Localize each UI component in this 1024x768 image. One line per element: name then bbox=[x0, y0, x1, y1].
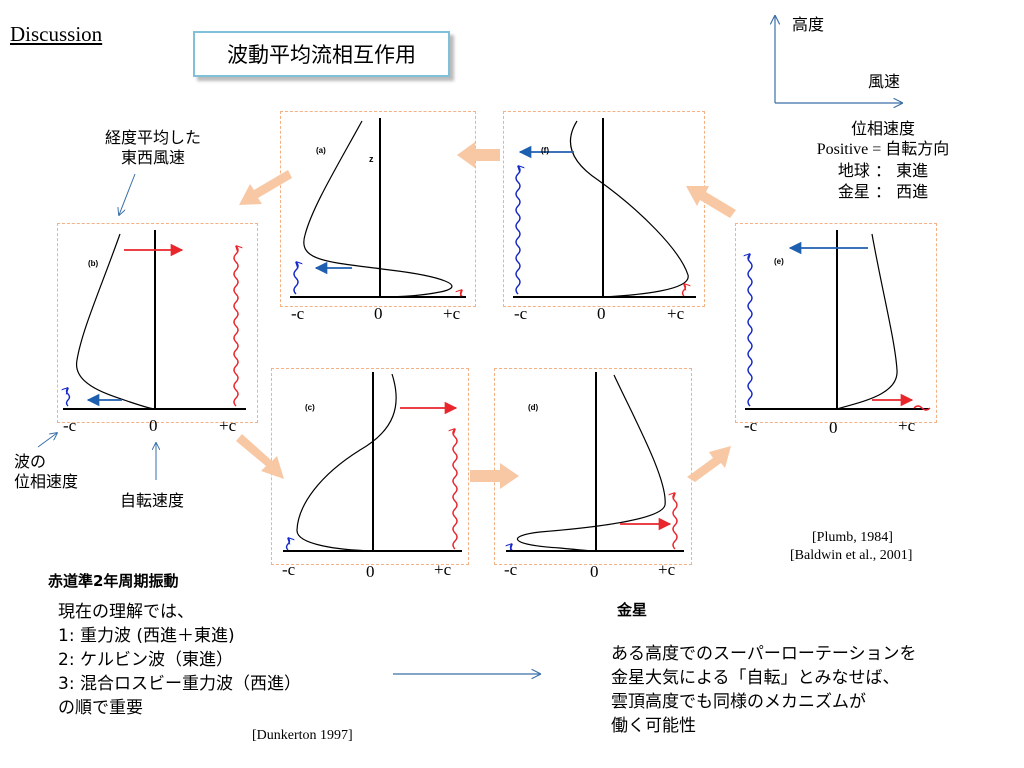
panel-f bbox=[513, 118, 696, 298]
panel-b bbox=[63, 230, 246, 410]
qbo-line2: 1: 重力波 (西進＋東進) bbox=[58, 626, 235, 646]
panel-d-tick-zero: 0 bbox=[590, 562, 599, 581]
panel-f-tick-pos: +c bbox=[667, 304, 685, 323]
panel-a-tick-zero: 0 bbox=[374, 304, 383, 323]
phase-speed-legend: 位相速度 Positive = 自転方向 地球 ： 東進 金星 ： 西進 bbox=[798, 118, 968, 202]
panel-d-frame bbox=[494, 368, 692, 565]
phase-legend-line4: 金星 ： 西進 bbox=[837, 182, 929, 201]
panel-e-tick-neg: -c bbox=[744, 416, 758, 435]
panel-b-tick-zero: 0 bbox=[149, 416, 158, 435]
mean-wind-annotation: 経度平均した 東西風速 bbox=[84, 128, 222, 168]
panel-d bbox=[506, 372, 684, 552]
phase-legend-line2: Positive = 自転方向 bbox=[816, 141, 950, 158]
panel-f-frame bbox=[503, 111, 705, 307]
annotation-arrows bbox=[37, 173, 540, 674]
panel-b-tick-pos: +c bbox=[219, 416, 237, 435]
panel-d-label: (d) bbox=[528, 403, 539, 412]
panel-b-tick-neg: -c bbox=[63, 416, 77, 435]
cycle-arrow-a-to-b bbox=[239, 170, 292, 205]
phase-legend-line1: 位相速度 bbox=[850, 119, 915, 138]
qbo-line5: の順で重要 bbox=[58, 698, 143, 718]
wave-phase-line2: 位相速度 bbox=[14, 472, 79, 491]
panel-f-tick-neg: -c bbox=[514, 304, 528, 323]
discussion-heading: Discussion bbox=[10, 22, 103, 46]
panel-c-tick-zero: 0 bbox=[366, 562, 375, 581]
qbo-list: 現在の理解では、 1: 重力波 (西進＋東進) 2: ケルビン波（東進） 3: … bbox=[58, 600, 301, 720]
panel-c bbox=[283, 372, 462, 552]
phase-legend-line3: 地球 ： 東進 bbox=[837, 161, 929, 180]
page-title: 波動平均流相互作用 bbox=[227, 43, 416, 67]
cycle-arrow-e-to-f bbox=[686, 186, 736, 218]
panel-e-tick-zero: 0 bbox=[829, 418, 838, 437]
venus-line3: 雲頂高度でも同様のメカニズムが bbox=[611, 692, 866, 712]
panel-f-tick-zero: 0 bbox=[597, 304, 606, 323]
cycle-arrow-b-to-c bbox=[236, 434, 284, 479]
panel-a-frame bbox=[280, 111, 476, 307]
cycle-arrow-d-to-e bbox=[687, 446, 731, 482]
cycle-arrow-c-to-d bbox=[470, 463, 519, 489]
venus-line4: 働く可能性 bbox=[611, 716, 696, 736]
wave-phase-line1: 波の bbox=[14, 452, 47, 471]
ref-plumb: [Plumb, 1984] bbox=[812, 530, 893, 545]
axes-legend-arrows bbox=[775, 16, 902, 103]
panel-f-label: (f) bbox=[541, 146, 549, 155]
cycle-arrow-f-to-a bbox=[457, 142, 500, 168]
title-box: 波動平均流相互作用 bbox=[193, 31, 450, 77]
rotation-speed-annotation: 自転速度 bbox=[120, 491, 185, 510]
panel-a-tick-neg: -c bbox=[291, 304, 305, 323]
venus-line2: 金星大気による「自転」とみなせば、 bbox=[611, 668, 900, 688]
panel-d-tick-pos: +c bbox=[658, 560, 676, 579]
panel-e-tick-pos: +c bbox=[898, 416, 916, 435]
panel-c-tick-pos: +c bbox=[434, 560, 452, 579]
mean-wind-line2: 東西風速 bbox=[120, 148, 185, 167]
height-axis-label: 高度 bbox=[792, 15, 825, 34]
panel-b-label: (b) bbox=[88, 259, 99, 268]
qbo-line4: 3: 混合ロスビー重力波（西進） bbox=[58, 674, 301, 694]
panel-e-frame bbox=[735, 223, 937, 423]
panel-a-label: (a) bbox=[316, 146, 326, 155]
panel-e bbox=[745, 230, 931, 411]
panel-c-label: (c) bbox=[305, 403, 315, 412]
panel-c-tick-neg: -c bbox=[282, 560, 296, 579]
panel-e-label: (e) bbox=[774, 257, 784, 266]
panel-d-tick-neg: -c bbox=[504, 560, 518, 579]
qbo-heading: 赤道準2年周期振動 bbox=[48, 572, 179, 590]
venus-heading: 金星 bbox=[617, 601, 648, 619]
qbo-line1: 現在の理解では、 bbox=[58, 602, 194, 622]
wave-phase-annotation: 波の 位相速度 bbox=[14, 452, 78, 492]
panel-b-frame bbox=[57, 223, 258, 423]
panel-a-z-label: z bbox=[369, 154, 374, 164]
panel-a-tick-pos: +c bbox=[443, 304, 461, 323]
panel-a bbox=[290, 118, 466, 298]
ref-dunkerton: [Dunkerton 1997] bbox=[252, 728, 353, 743]
ref-baldwin: [Baldwin et al., 2001] bbox=[790, 548, 913, 563]
venus-text: ある高度でのスーパーローテーションを 金星大気による「自転」とみなせば、 雲頂高… bbox=[611, 642, 917, 738]
wind-axis-label: 風速 bbox=[868, 72, 901, 91]
venus-line1: ある高度でのスーパーローテーションを bbox=[611, 644, 917, 664]
qbo-line3: 2: ケルビン波（東進） bbox=[58, 650, 233, 670]
cycle-arrows bbox=[236, 142, 736, 489]
mean-wind-line1: 経度平均した bbox=[104, 128, 201, 147]
